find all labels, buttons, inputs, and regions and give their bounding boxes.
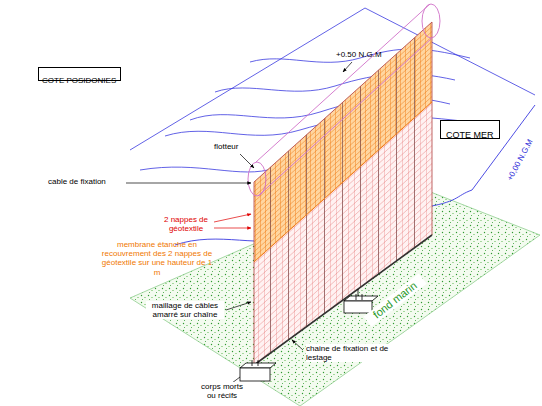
anchor-blocks: [240, 289, 378, 381]
part-label: maillage de câbles amarré sur chaîne: [146, 301, 224, 319]
region-name: COTE MER: [446, 130, 494, 140]
level-label: +0.50 N.G.M: [336, 50, 396, 59]
region-box: COTE MER: [440, 120, 500, 139]
geotextile-wall: [254, 22, 432, 365]
region-box: COTE POSIDONIES: [38, 67, 121, 81]
part-label: cable de fixation: [48, 177, 124, 186]
part-label: flotteur: [214, 142, 254, 151]
part-label: chaine de fixation et de lestage: [306, 344, 390, 362]
part-label: membrane étanche en recouvrement des 2 n…: [98, 240, 216, 277]
leader-lines: [126, 62, 352, 383]
part-label: 2 nappes de géotextile: [160, 215, 212, 233]
part-label: corps morts ou récifs: [196, 382, 248, 400]
floater-cylinder: [248, 4, 440, 196]
region-name: COTE POSIDONIES: [42, 76, 116, 85]
